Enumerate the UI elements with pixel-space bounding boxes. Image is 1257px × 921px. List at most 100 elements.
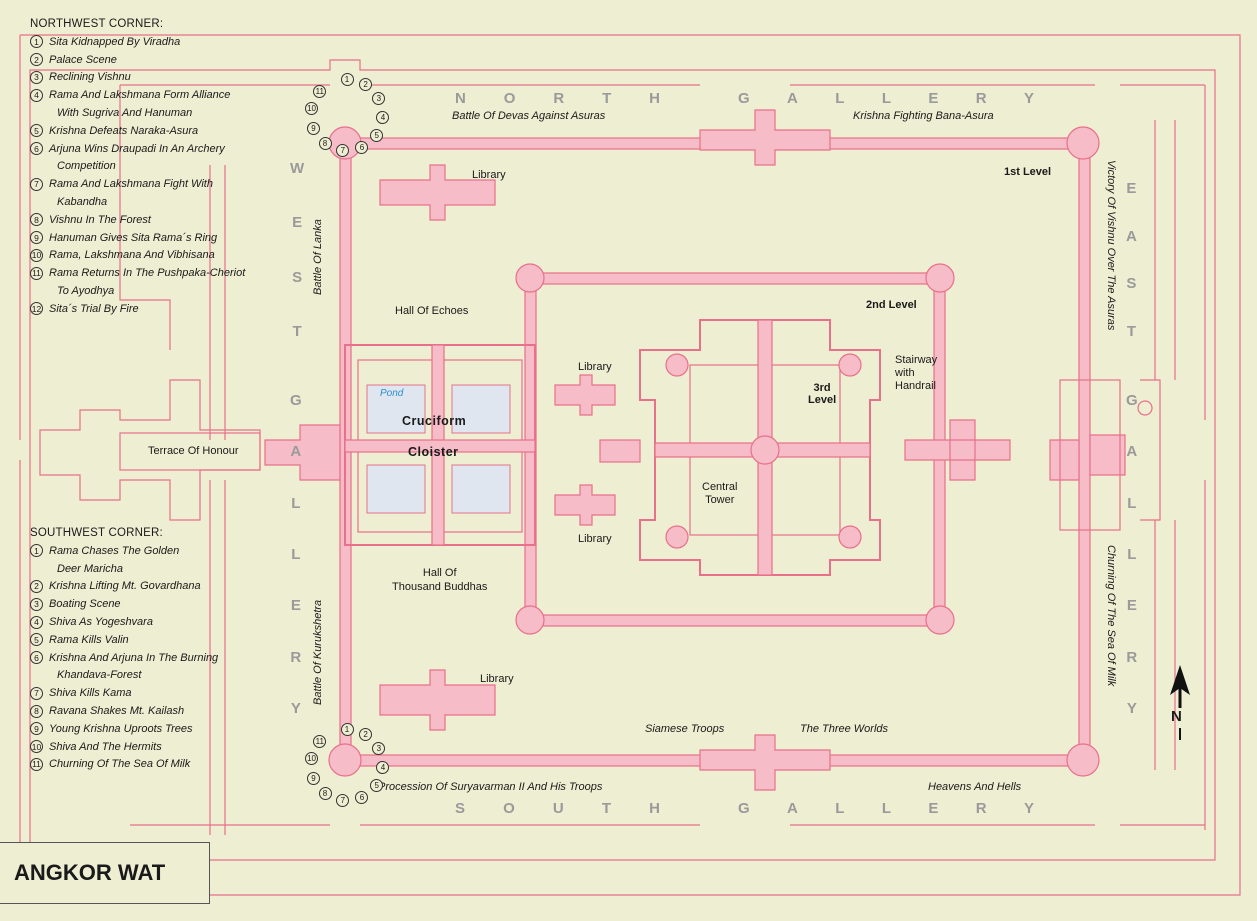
circled-number: 10 [30,248,43,262]
legend-item: 12 Sita´s Trial By Fire [30,300,245,318]
second-level-gallery-south [524,614,946,627]
corner-relief-number: 8 [318,137,332,150]
southwest-corner-legend: SOUTHWEST CORNER: 1 Rama Chases The Golde… [30,527,218,773]
corner-relief-number: 9 [306,121,320,135]
legend-heading: SOUTHWEST CORNER: [30,527,163,539]
library-sw [379,669,496,731]
central-tower [750,435,780,465]
corner-relief-number: 5 [370,128,384,142]
label-victory-vishnu: Victory Of Vishnu Over The Asuras [1105,160,1117,331]
legend-item: 2 Krishna Lifting Mt. Govardhana [30,578,218,596]
label-battle-kurukshetra: Battle Of Kurukshetra [312,599,324,705]
legend-text: Rama Returns In The Pushpaka-Cheriot [49,267,246,280]
legend-text: Krishna Defeats Naraka-Asura [49,124,199,137]
map-title: ANGKOR WAT [0,842,210,904]
legend-text: Rama And Lakshmana Form Alliance [49,89,231,102]
corner-relief-number: 1 [340,722,354,736]
label-churning: Churning Of The Sea Of Milk [1105,545,1117,687]
circled-number: 3 [30,597,43,611]
circled-number: 4 [30,615,43,629]
legend-text-continued: To Ayodhya [57,285,115,298]
legend-text: Krishna And Arjuna In The Burning [49,651,219,664]
legend-text: Shiva As Yogeshvara [49,616,153,629]
legend-item: 6 Arjuna Wins Draupadi In An Archery [30,140,245,158]
corner-relief-number: 2 [359,727,373,741]
label-level-2: 2nd Level [866,299,917,311]
outer-wall [19,34,1241,896]
corner-relief-number: 3 [372,741,386,755]
circled-number: 6 [30,142,43,156]
legend-text: Sita Kidnapped By Viradha [49,35,181,48]
label-level-1: 1st Level [1004,166,1052,178]
legend-item: 7 Rama And Lakshmana Fight With [30,175,245,193]
circled-number: 12 [30,302,43,316]
circled-number: 4 [30,88,43,102]
corner-relief-number: 10 [305,752,319,766]
label-terrace: Terrace Of Honour [148,445,239,457]
circled-number: 9 [30,722,43,736]
circled-number: 8 [30,213,43,227]
legend-text: Arjuna Wins Draupadi In An Archery [49,142,225,155]
legend-text: Shiva Kills Kama [49,687,132,700]
legend-text: Krishna Lifting Mt. Govardhana [49,580,201,593]
circled-number: 3 [30,70,43,84]
label-library-sw: Library [480,673,514,685]
corner-relief-number: 11 [313,734,327,748]
legend-text: Ravana Shakes Mt. Kailash [49,705,185,718]
label-cruciform: Cruciform [402,414,467,428]
circled-number: 11 [30,266,43,280]
corner-relief-number: 9 [306,771,320,785]
library-s [554,484,616,526]
label-heavens: Heavens And Hells [928,781,1022,793]
label-library-s: Library [578,533,612,545]
first-level-gallery-east [1078,137,1091,767]
corner-relief-number: 7 [336,794,350,808]
legend-text: Churning Of The Sea Of Milk [49,758,191,771]
legend-text-continued: Khandava-Forest [57,669,142,682]
legend-text: Vishnu In The Forest [49,213,151,226]
legend-text: Young Krishna Uproots Trees [49,722,193,735]
label-library-nw: Library [472,169,506,181]
label-krishna-bana: Krishna Fighting Bana-Asura [853,110,994,122]
second-level-gallery-north [524,272,946,285]
legend-text-continued: Deer Maricha [57,562,124,575]
legend-text: Rama And Lakshmana Fight With [49,178,213,191]
circled-number: 10 [30,740,43,754]
corner-relief-number: 3 [372,91,386,105]
circled-number: 7 [30,177,43,191]
circled-number: 2 [30,579,43,593]
corner-relief-number: 8 [318,787,332,800]
label-hall-echoes: Hall Of Echoes [395,305,469,317]
circled-number: 5 [30,633,43,647]
label-cloister: Cloister [408,445,459,459]
legend-item: 8 Vishnu In The Forest [30,211,245,229]
corner-relief-number: 7 [336,144,350,158]
legend-text: Rama Chases The Golden [49,544,180,557]
corner-relief-number: 10 [305,102,319,116]
legend-text: Sita´s Trial By Fire [49,302,139,315]
legend-item: 4 Shiva As Yogeshvara [30,613,218,631]
corner-relief-number: 2 [359,77,373,91]
circled-number: 1 [30,544,43,558]
circled-number: 1 [30,35,43,49]
legend-text-continued: Competition [57,160,116,173]
label-siamese: Siamese Troops [645,723,725,735]
label-three-worlds: The Three Worlds [800,723,889,735]
